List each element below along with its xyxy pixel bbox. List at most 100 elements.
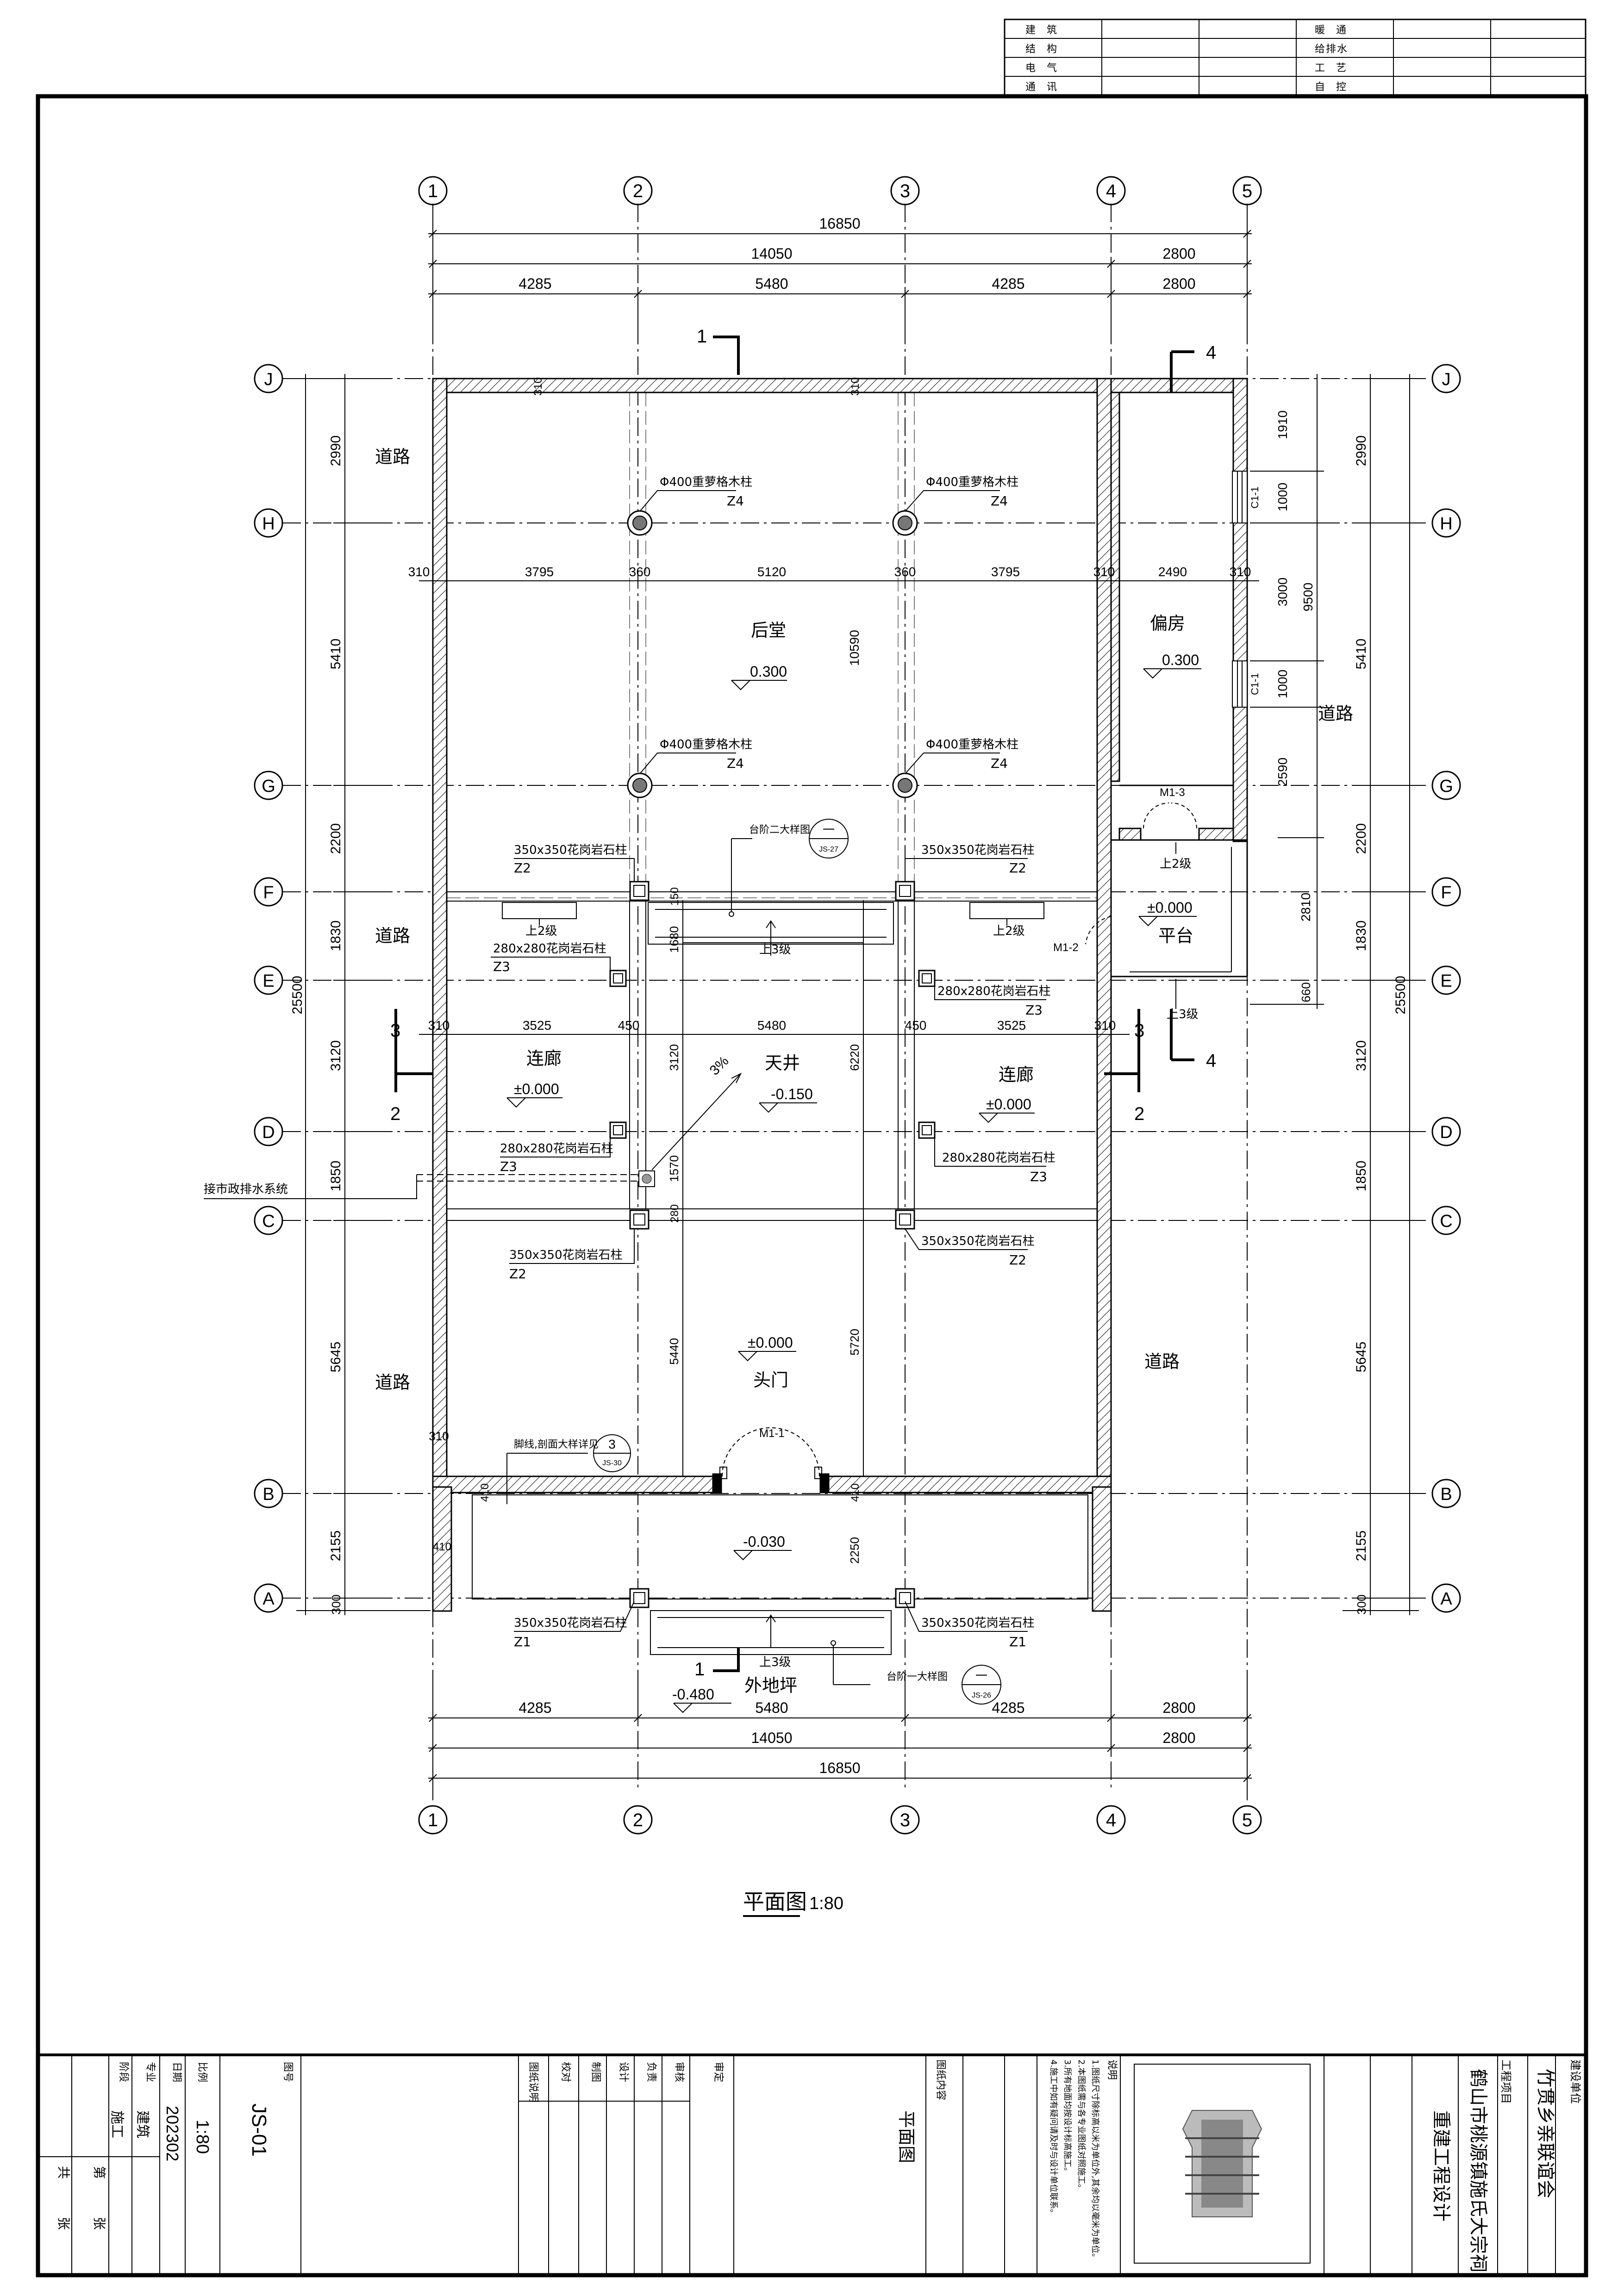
axis-E-left: E xyxy=(262,971,274,991)
dim-bottom-sub-main: 14050 xyxy=(751,1730,793,1746)
door-m1-3-label: M1-3 xyxy=(1160,786,1185,799)
door-m1-3 xyxy=(1143,803,1197,829)
room-corridor-left: 连廊 xyxy=(526,1048,562,1069)
idim-v-280: 280 xyxy=(668,1204,681,1223)
tb-note-2: 2.本图纸需与各专业图纸对照施工。 xyxy=(1076,2060,1086,2192)
axis-C-left: C xyxy=(262,1212,275,1231)
detail-ref-foot xyxy=(506,1434,631,1504)
dims-right xyxy=(1250,374,1419,1615)
dim-top-sub-side: 2800 xyxy=(1162,245,1195,262)
tb-note-4: 4.施工中如有疑问请及时与设计单位联系。 xyxy=(1049,2060,1058,2217)
section-2-right: 2 xyxy=(1134,1104,1144,1124)
wall-lines xyxy=(447,784,1248,1599)
idim-e-2: 450 xyxy=(618,1018,640,1033)
col-z4-label-3: Φ400重萝格木柱 xyxy=(660,738,752,752)
tb-content: 平面图 xyxy=(896,2110,917,2163)
signoff-left-0: 建筑 xyxy=(1025,25,1068,36)
steps-note-right: 上2级 xyxy=(993,924,1025,938)
dim-right-span-F-E: 1830 xyxy=(1354,921,1369,952)
dim-top-bay-1: 4285 xyxy=(518,275,551,292)
beam-echo-lines xyxy=(447,392,1097,898)
tb-role-2: 负责 xyxy=(645,2062,657,2082)
level-porch: -0.030 xyxy=(743,1533,785,1550)
window-c1-label-2: C1-1 xyxy=(1249,673,1261,695)
floor-drain-icon xyxy=(638,1170,655,1187)
idim-e-4: 450 xyxy=(905,1018,927,1033)
axis-4-bottom: 4 xyxy=(1106,1810,1116,1830)
dim-left-span-G-F: 2200 xyxy=(328,823,344,854)
idim-v-310a: 310 xyxy=(532,377,544,396)
plan-scale: 1:80 xyxy=(809,1894,843,1913)
idim-v-5720: 5720 xyxy=(848,1329,862,1356)
road-left-bottom: 道路 xyxy=(375,1372,410,1393)
ref-1-sheet: JS-26 xyxy=(972,1692,991,1699)
idim-v-150: 150 xyxy=(668,887,681,906)
axis-J-left: J xyxy=(264,370,273,389)
axis-1-bottom: 1 xyxy=(428,1810,438,1830)
tb-project-2: 重建工程设计 xyxy=(1430,2110,1452,2221)
idim-v-410b: 410 xyxy=(849,1483,862,1502)
idim-h-1: 3795 xyxy=(525,565,554,579)
level-marker-side xyxy=(1143,668,1201,679)
tb-drawing-note: 图纸说明 xyxy=(527,2062,539,2103)
level-courtyard: -0.150 xyxy=(771,1086,813,1102)
idim-h-7: 2490 xyxy=(1158,565,1187,579)
dims-left xyxy=(296,374,431,1615)
road-left-top: 道路 xyxy=(375,447,410,467)
idim-v-2250: 2250 xyxy=(848,1537,862,1564)
idim-v-1680: 1680 xyxy=(667,926,681,953)
door-m1-2 xyxy=(1085,916,1112,945)
axis-1-top: 1 xyxy=(428,181,438,201)
axis-2-bottom: 2 xyxy=(633,1810,643,1830)
axis-G-right: G xyxy=(1439,777,1453,796)
col-z2-label-3: 350x350花岗岩石柱 xyxy=(509,1248,623,1262)
signoff-right-1: 给排水 xyxy=(1315,44,1348,55)
section-4-top: 4 xyxy=(1206,342,1216,363)
col-z1-code-1: Z1 xyxy=(514,1634,531,1649)
dim-right-span-H-G: 5410 xyxy=(1354,639,1369,670)
level-outside: -0.480 xyxy=(672,1686,714,1703)
columns-square xyxy=(609,881,936,1608)
door-m1-1 xyxy=(719,1427,822,1479)
col-z3-label-4: 280x280花岗岩石柱 xyxy=(942,1151,1056,1165)
idim-h-0: 310 xyxy=(408,565,430,579)
idim-v-10590: 10590 xyxy=(847,630,862,666)
dim-left-span-A: 300 xyxy=(329,1594,343,1614)
window-c1-label-1: C1-1 xyxy=(1249,486,1261,509)
tb-page-label: 第 xyxy=(92,2166,107,2179)
dim-left-span-C-B: 5645 xyxy=(328,1342,344,1373)
room-gate: 头门 xyxy=(753,1370,788,1390)
idim-v-310c: 310 xyxy=(429,1429,449,1443)
axis-2-top: 2 xyxy=(633,181,643,201)
section-1-bottom: 1 xyxy=(694,1659,705,1680)
col-z4-code-3: Z4 xyxy=(727,756,744,771)
level-marker-corridor-right xyxy=(979,1113,1035,1123)
level-marker-back xyxy=(731,680,787,691)
axis-H-left: H xyxy=(262,514,275,534)
dim-right-span-G-F: 2200 xyxy=(1354,823,1369,854)
steps-note-front: 上3级 xyxy=(759,1655,791,1669)
col-z4-label-1: Φ400重萝格木柱 xyxy=(660,475,752,489)
tb-page-unit-1: 张 xyxy=(92,2217,107,2230)
tb-page-unit-2: 张 xyxy=(56,2217,71,2230)
tb-note-1: 1.图纸尺寸除标高以米为单位外,其余均以毫米为单位。 xyxy=(1090,2060,1100,2262)
signoff-left-1: 结构 xyxy=(1025,44,1068,55)
idim-h-3: 5120 xyxy=(757,565,786,579)
dim-right-total: 25500 xyxy=(1393,976,1408,1014)
dim-left-span-E-D: 3120 xyxy=(328,1040,344,1071)
room-courtyard: 天井 xyxy=(765,1053,800,1073)
detail-ref-step1 xyxy=(831,1640,1001,1705)
steps-note-court: 上3级 xyxy=(759,943,791,957)
dim-right-span-C-B: 5645 xyxy=(1354,1342,1369,1373)
ref-3-top: 3 xyxy=(608,1437,616,1451)
idim-e-6: 310 xyxy=(1094,1018,1116,1033)
idim-e-0: 310 xyxy=(428,1018,450,1033)
level-marker-outside xyxy=(673,1703,731,1713)
tb-role-1: 审核 xyxy=(673,2062,685,2082)
road-right-bottom: 道路 xyxy=(1144,1351,1180,1372)
tb-unit-label: 建设单位 xyxy=(1569,2060,1582,2104)
level-marker-platform xyxy=(1138,916,1197,927)
dim-top-bay-3: 4285 xyxy=(992,275,1024,292)
step-detail-1-note: 台阶一大样图 xyxy=(887,1671,948,1683)
plan-title: 平面图 xyxy=(743,1889,807,1914)
